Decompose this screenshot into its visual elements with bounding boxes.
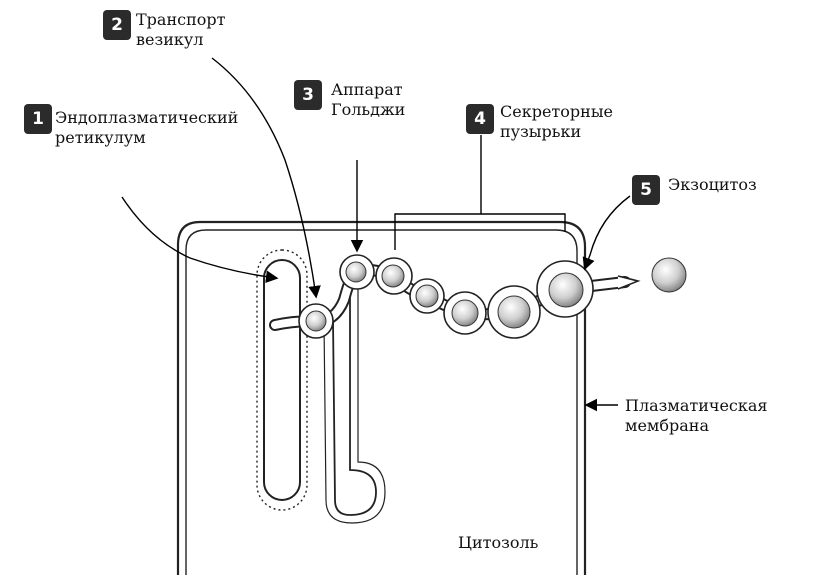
step-1-badge: 1 [24,104,52,134]
label-cytosol: Цитозоль [458,533,539,552]
step-4-badge: 4 [466,104,494,134]
step-2-badge: 2 [103,10,131,40]
vesicles [305,257,687,332]
label-exocytosis: Экзоцитоз [668,175,757,194]
cell-membrane [176,220,587,575]
golgi-channel [323,254,386,524]
vesicle [305,310,327,332]
vesicle [381,264,405,288]
vesicle [451,299,479,327]
leader-lines [121,57,631,412]
vesicle [415,284,439,308]
secreted-vesicle [651,257,687,293]
vesicle [345,261,367,283]
vesicle [497,295,531,329]
endoplasmic-reticulum [256,249,308,511]
step-3-badge: 3 [294,80,322,110]
step-5-badge: 5 [632,175,660,205]
vesicle [548,272,584,308]
